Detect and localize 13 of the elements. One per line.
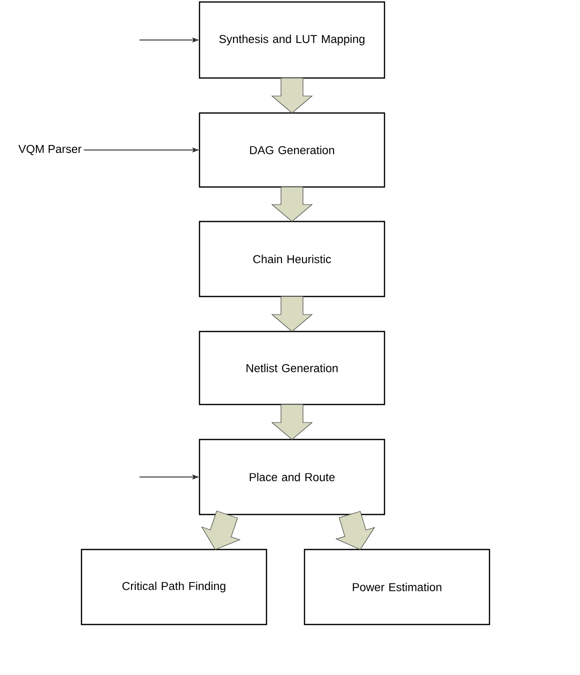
process-box: Synthesis and LUT Mapping (198, 1, 386, 79)
input-label: VQM Parser (18, 144, 82, 156)
process-box: Power Estimation (304, 548, 490, 626)
process-box: DAG Generation (198, 112, 386, 188)
process-box: Netlist Generation (198, 330, 386, 406)
block-arrow (271, 404, 313, 440)
block-arrow (201, 510, 241, 550)
process-box: Place and Route (198, 438, 386, 516)
block-arrow (271, 296, 313, 332)
process-box: Chain Heuristic (198, 220, 386, 298)
block-arrow (271, 78, 313, 114)
process-box: Critical Path Finding (80, 548, 268, 626)
block-arrow (271, 186, 313, 222)
